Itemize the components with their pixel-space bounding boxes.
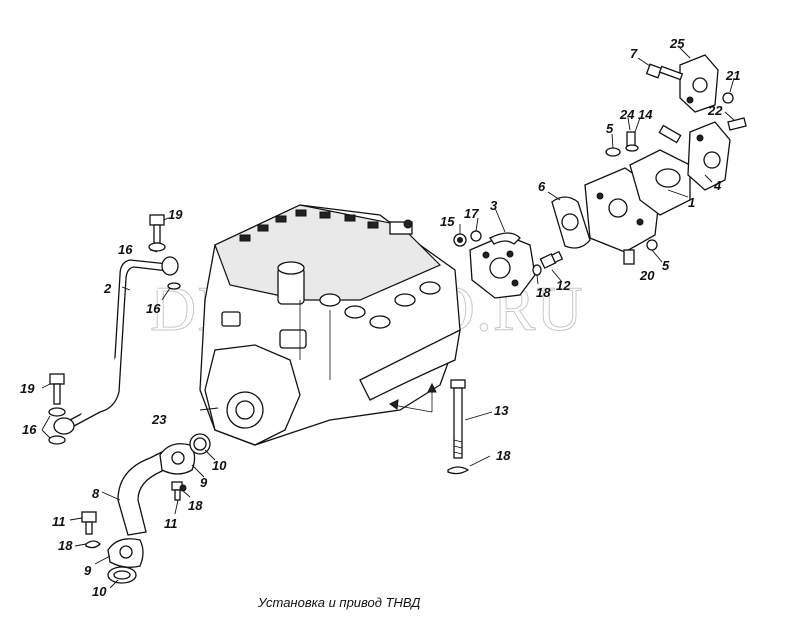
- callout-8: 8: [92, 486, 100, 501]
- callout-18-bolt13: 18: [496, 448, 511, 463]
- callout-19-top: 19: [168, 207, 183, 222]
- bolt-11-lower: [81, 511, 101, 549]
- flange-9-lower: [107, 538, 144, 584]
- flange-9-upper: [159, 433, 211, 475]
- bolt-12-washer-18: [532, 250, 564, 276]
- bolt-11-upper: [171, 481, 187, 501]
- callout-9-upper: 9: [200, 475, 208, 490]
- bolt-20-washer-5: [623, 239, 658, 265]
- callout-24: 24: [619, 107, 635, 122]
- callout-10-lower: 10: [92, 584, 107, 599]
- callout-16-left: 16: [22, 422, 37, 437]
- callout-labels: 1 2 3 4 5 5 6 7 8 9 9 10 10 11 11 12 13 …: [20, 36, 740, 599]
- callout-7: 7: [630, 46, 638, 61]
- long-bolt-13: [447, 379, 470, 475]
- direction-arrows: [389, 382, 437, 413]
- callout-17: 17: [464, 206, 479, 221]
- coupling-half-4: [687, 121, 731, 191]
- callout-19-left: 19: [20, 381, 35, 396]
- gasket-6: [551, 196, 591, 249]
- callout-11-upper: 11: [164, 516, 178, 531]
- callout-1: 1: [688, 195, 695, 210]
- callout-25: 25: [669, 36, 685, 51]
- pump-assembly: [199, 204, 461, 446]
- callout-15: 15: [440, 214, 455, 229]
- callout-10-upper: 10: [212, 458, 227, 473]
- callout-18-lower: 18: [58, 538, 73, 553]
- callout-3: 3: [490, 198, 498, 213]
- callout-18-drive: 18: [536, 285, 551, 300]
- injector-outlets: [319, 281, 441, 329]
- callout-4: 4: [713, 178, 722, 193]
- bolt-7: [645, 63, 684, 81]
- callout-9-lower: 9: [84, 563, 92, 578]
- callout-16-mid: 16: [146, 301, 161, 316]
- callout-11-lower: 11: [52, 514, 66, 529]
- callout-5-top: 5: [606, 121, 614, 136]
- callout-6: 6: [538, 179, 546, 194]
- callout-14: 14: [638, 107, 653, 122]
- callout-2: 2: [103, 281, 112, 296]
- leader-lines: [41, 47, 735, 589]
- top-bolts: [239, 209, 379, 242]
- callout-22: 22: [707, 103, 723, 118]
- callout-20: 20: [639, 268, 655, 283]
- callout-13: 13: [494, 403, 509, 418]
- callout-18-upper: 18: [188, 498, 203, 513]
- callout-21: 21: [725, 68, 740, 83]
- nut-21-key-22: [722, 92, 747, 131]
- callout-16-top: 16: [118, 242, 133, 257]
- callout-5-bottom: 5: [662, 258, 670, 273]
- fuel-pipe-2: [53, 256, 179, 435]
- callout-12: 12: [556, 278, 571, 293]
- drive-flange-3: [469, 232, 536, 299]
- bolt-19-left: [48, 373, 66, 445]
- coupling-half-25: [679, 54, 719, 113]
- diagram-caption: Установка и привод ТНВД: [257, 595, 420, 610]
- washer-15-17: [453, 230, 482, 247]
- bolts-5-24-14: [605, 124, 682, 157]
- coupling-housing-1: [584, 149, 691, 253]
- bolt-19-top: [148, 214, 181, 290]
- callout-23: 23: [151, 412, 167, 427]
